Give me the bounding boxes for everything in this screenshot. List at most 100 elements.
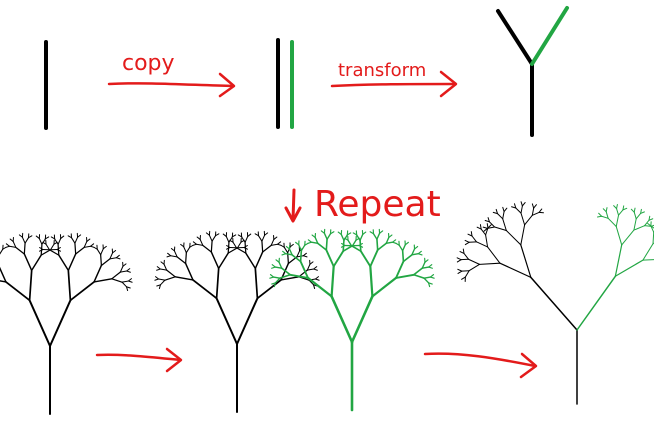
tree-branch (39, 247, 44, 250)
tree-branch (621, 229, 635, 246)
tree-branch (482, 226, 488, 229)
tree-branch (395, 273, 415, 279)
tree-branch (173, 250, 178, 258)
tree-branch (520, 212, 526, 226)
tree-branch (376, 242, 387, 251)
tree-branch (467, 233, 473, 237)
tree-branch (347, 239, 353, 247)
tree-branch (650, 225, 654, 233)
tree-branch (650, 225, 654, 229)
tree-branch (520, 205, 523, 214)
tree-branch (38, 237, 43, 245)
tree-branch (274, 266, 283, 269)
tree-branch (330, 265, 335, 298)
tree-branch (166, 255, 172, 258)
tree-branch (314, 236, 319, 245)
tree-branch (67, 269, 72, 302)
tree-branch (210, 240, 213, 253)
tree-branch (192, 243, 197, 246)
tree-branch (520, 224, 526, 246)
tree-branch (115, 257, 121, 260)
tree-branch (372, 233, 378, 240)
tree-branch (306, 276, 333, 298)
tree-branch (195, 243, 204, 246)
tree-branch (111, 271, 121, 280)
tree-branch (256, 279, 282, 300)
tree-branch (57, 243, 60, 256)
fractal-tree-1 (0, 232, 133, 415)
tree-branch (49, 299, 72, 347)
tree-branch (126, 286, 129, 292)
tree-branch (492, 211, 498, 215)
tree-branch (424, 259, 429, 263)
tree-branch (313, 268, 318, 271)
tree-branch (231, 234, 237, 238)
tree-branch (23, 253, 33, 272)
tree-branch (369, 249, 379, 268)
tree-branch (633, 218, 637, 231)
repeat-arrow-1 (95, 347, 183, 373)
tree-branch (245, 252, 257, 270)
tree-branch (244, 235, 249, 243)
tree-branch (0, 266, 7, 283)
transform-arrow (330, 70, 458, 98)
tree-branch (156, 266, 161, 270)
tree-branch (485, 227, 489, 236)
tree-branch (58, 254, 70, 272)
tree-branch (86, 238, 91, 242)
tree-branch (650, 224, 654, 227)
tree-branch (74, 236, 79, 244)
tree-branch (269, 274, 275, 278)
tree-branch (122, 263, 127, 267)
tree-branch (229, 239, 234, 243)
tree-branch (633, 211, 637, 220)
tree-branch (28, 299, 51, 347)
tree-branch (96, 248, 102, 256)
tree-branch (642, 243, 654, 261)
tree-branch (111, 278, 123, 283)
tree-branch (156, 284, 161, 287)
tree-branch (511, 206, 517, 209)
tree-branch (273, 236, 278, 240)
tree-branch (156, 268, 161, 271)
tree-branch (515, 207, 522, 214)
tree-branch (270, 243, 279, 246)
tree-branch (235, 247, 247, 254)
tree-branch (306, 263, 311, 271)
tree-branch (476, 226, 482, 230)
tree-branch (323, 232, 328, 240)
tree-branch (343, 234, 349, 242)
tree-branch (475, 241, 489, 248)
tree-branch (325, 249, 335, 268)
tree-branch (21, 236, 26, 244)
tree-branch (502, 211, 505, 220)
fractal-tree-2-copy (269, 228, 435, 412)
tree-branch (421, 261, 426, 269)
tree-branch (280, 276, 300, 281)
tree-branch (309, 261, 314, 265)
tree-branch (215, 233, 220, 237)
tree-branch (154, 278, 160, 281)
tree-branch (283, 246, 289, 254)
tree-branch (520, 201, 523, 207)
tree-branch (464, 241, 470, 246)
tree-branch (227, 247, 239, 254)
tree-branch (633, 207, 636, 213)
tree-branch (38, 249, 44, 252)
tree-branch (314, 276, 319, 280)
tree-branch (12, 240, 17, 248)
tree-branch (642, 259, 654, 261)
tree-branch (28, 235, 33, 239)
tree-branch (341, 242, 346, 247)
tree-branch (8, 245, 17, 248)
tree-branch (505, 229, 522, 246)
tree-branch (299, 249, 303, 263)
tree-branch (40, 249, 52, 256)
repeat-label: Repeat (314, 184, 441, 225)
tree-branch (459, 251, 465, 254)
tree-branch (495, 208, 498, 215)
tree-branch (93, 264, 103, 283)
tree-branch (457, 268, 463, 272)
tree-branch (330, 295, 354, 344)
tree-branch (257, 235, 263, 242)
